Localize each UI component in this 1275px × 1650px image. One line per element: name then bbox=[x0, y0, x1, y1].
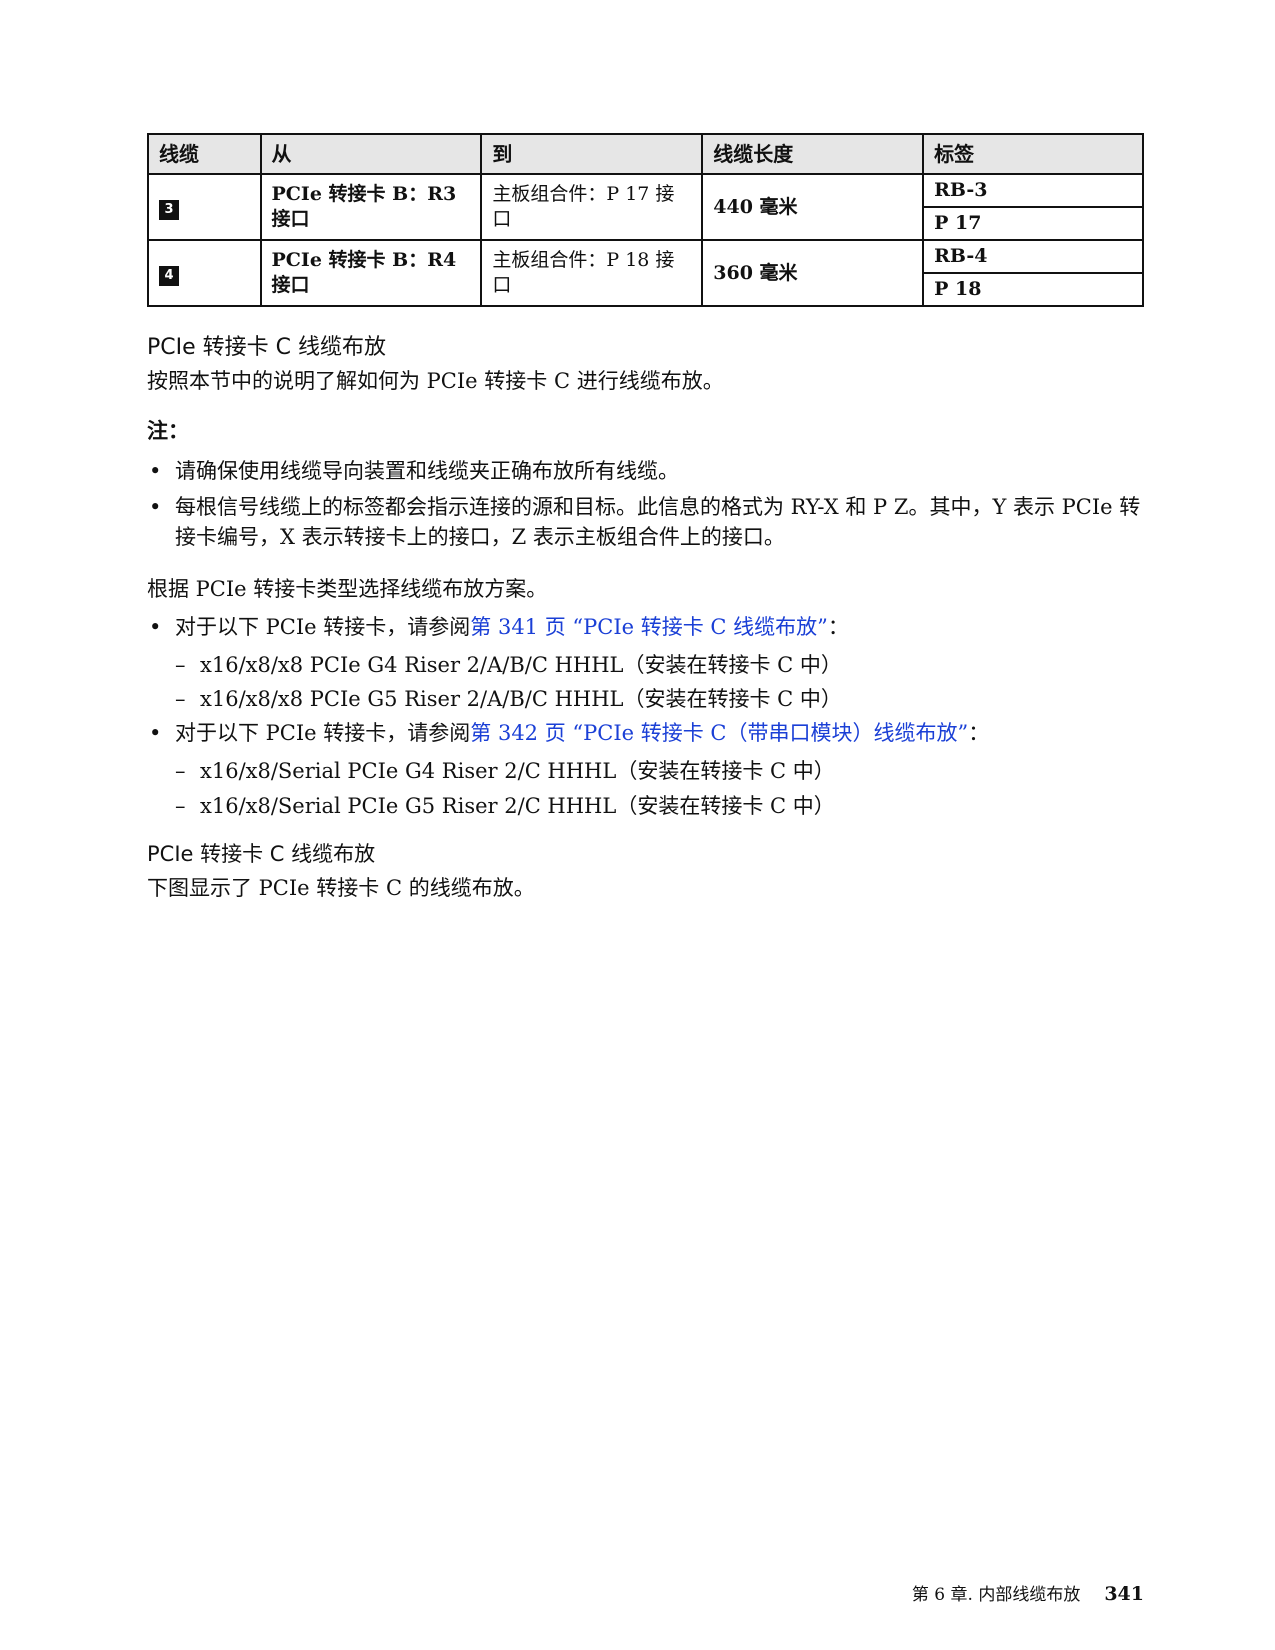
riser-item: x16/x8/x8 PCIe G5 Riser 2/A/B/C HHHL（安装在… bbox=[147, 684, 1144, 714]
note-item: 每根信号线缆上的标签都会指示连接的源和目标。此信息的格式为 RY-X 和 P Z… bbox=[147, 492, 1144, 552]
option-prefix: 对于以下 PCIe 转接卡，请参阅 bbox=[175, 615, 471, 639]
riser-item: x16/x8/x8 PCIe G4 Riser 2/A/B/C HHHL（安装在… bbox=[147, 650, 1144, 680]
riser-list: x16/x8/Serial PCIe G4 Riser 2/C HHHL（安装在… bbox=[147, 756, 1144, 821]
riser-item: x16/x8/Serial PCIe G4 Riser 2/C HHHL（安装在… bbox=[147, 756, 1144, 786]
label-cell: P 18 bbox=[922, 272, 1144, 307]
option-item: 对于以下 PCIe 转接卡，请参阅第 341 页 “PCIe 转接卡 C 线缆布… bbox=[147, 612, 1144, 642]
table-header-row: 线缆 从 到 线缆长度 标签 bbox=[147, 133, 1144, 175]
table-row: P 18 bbox=[148, 272, 1144, 307]
select-text: 根据 PCIe 转接卡类型选择线缆布放方案。 bbox=[147, 577, 548, 601]
header-to: 到 bbox=[480, 133, 704, 175]
from-cell: PCIe 转接卡 B：R3 接口 bbox=[259, 173, 483, 241]
note-heading: 注： bbox=[147, 418, 189, 443]
option-item: 对于以下 PCIe 转接卡，请参阅第 342 页 “PCIe 转接卡 C（带串口… bbox=[147, 718, 1144, 748]
option-prefix: 对于以下 PCIe 转接卡，请参阅 bbox=[175, 721, 471, 745]
callout-badge: 3 bbox=[159, 199, 179, 220]
subsection-title: PCIe 转接卡 C 线缆布放 bbox=[147, 842, 376, 866]
cable-callout-cell: 3 bbox=[147, 173, 262, 241]
length-cell: 440 毫米 bbox=[701, 173, 925, 241]
header-from: 从 bbox=[259, 133, 483, 175]
note-item: 请确保使用线缆导向装置和线缆夹正确布放所有线缆。 bbox=[147, 456, 1144, 486]
note-list: 请确保使用线缆导向装置和线缆夹正确布放所有线缆。 每根信号线缆上的标签都会指示连… bbox=[147, 456, 1144, 552]
page-number: 341 bbox=[1104, 1583, 1144, 1605]
cable-callout-cell: 4 bbox=[147, 239, 262, 307]
option-suffix: ： bbox=[827, 615, 849, 639]
label-cell: RB-4 bbox=[922, 239, 1144, 274]
section-intro: 按照本节中的说明了解如何为 PCIe 转接卡 C 进行线缆布放。 bbox=[147, 369, 724, 393]
table-row: 3 PCIe 转接卡 B：R3 接口 主板组合件：P 17 接口 440 毫米 … bbox=[147, 173, 1144, 241]
subsection-text: 下图显示了 PCIe 转接卡 C 的线缆布放。 bbox=[147, 876, 535, 900]
table-row: 4 PCIe 转接卡 B：R4 接口 主板组合件：P 18 接口 360 毫米 … bbox=[147, 239, 1144, 307]
option-list: 对于以下 PCIe 转接卡，请参阅第 342 页 “PCIe 转接卡 C（带串口… bbox=[147, 718, 1144, 748]
label-cell: RB-3 bbox=[922, 173, 1144, 208]
riser-item: x16/x8/Serial PCIe G5 Riser 2/C HHHL（安装在… bbox=[147, 791, 1144, 821]
footer-chapter: 第 6 章. 内部线缆布放 bbox=[911, 1585, 1081, 1605]
label-cell: P 17 bbox=[922, 206, 1144, 241]
cable-table: 线缆 从 到 线缆长度 标签 3 PCIe 转接卡 B：R3 接口 主板组合件：… bbox=[147, 133, 1144, 307]
xref-link[interactable]: 第 341 页 “PCIe 转接卡 C 线缆布放” bbox=[470, 615, 828, 639]
xref-link[interactable]: 第 342 页 “PCIe 转接卡 C（带串口模块）线缆布放” bbox=[470, 721, 969, 745]
riser-list: x16/x8/x8 PCIe G4 Riser 2/A/B/C HHHL（安装在… bbox=[147, 650, 1144, 714]
option-list: 对于以下 PCIe 转接卡，请参阅第 341 页 “PCIe 转接卡 C 线缆布… bbox=[147, 612, 1144, 642]
option-suffix: ： bbox=[968, 721, 990, 745]
section-title: PCIe 转接卡 C 线缆布放 bbox=[147, 335, 386, 360]
to-cell: 主板组合件：P 17 接口 bbox=[480, 173, 704, 241]
page-content: 线缆 从 到 线缆长度 标签 3 PCIe 转接卡 B：R3 接口 主板组合件：… bbox=[147, 133, 1144, 903]
table-row: P 17 bbox=[148, 206, 1144, 241]
header-cable: 线缆 bbox=[147, 133, 262, 175]
from-cell: PCIe 转接卡 B：R4 接口 bbox=[259, 239, 483, 307]
header-label: 标签 bbox=[922, 133, 1144, 175]
callout-badge: 4 bbox=[159, 265, 179, 286]
header-length: 线缆长度 bbox=[701, 133, 925, 175]
length-cell: 360 毫米 bbox=[701, 239, 925, 307]
page-footer: 第 6 章. 内部线缆布放 341 bbox=[0, 1580, 1144, 1605]
to-cell: 主板组合件：P 18 接口 bbox=[480, 239, 704, 307]
